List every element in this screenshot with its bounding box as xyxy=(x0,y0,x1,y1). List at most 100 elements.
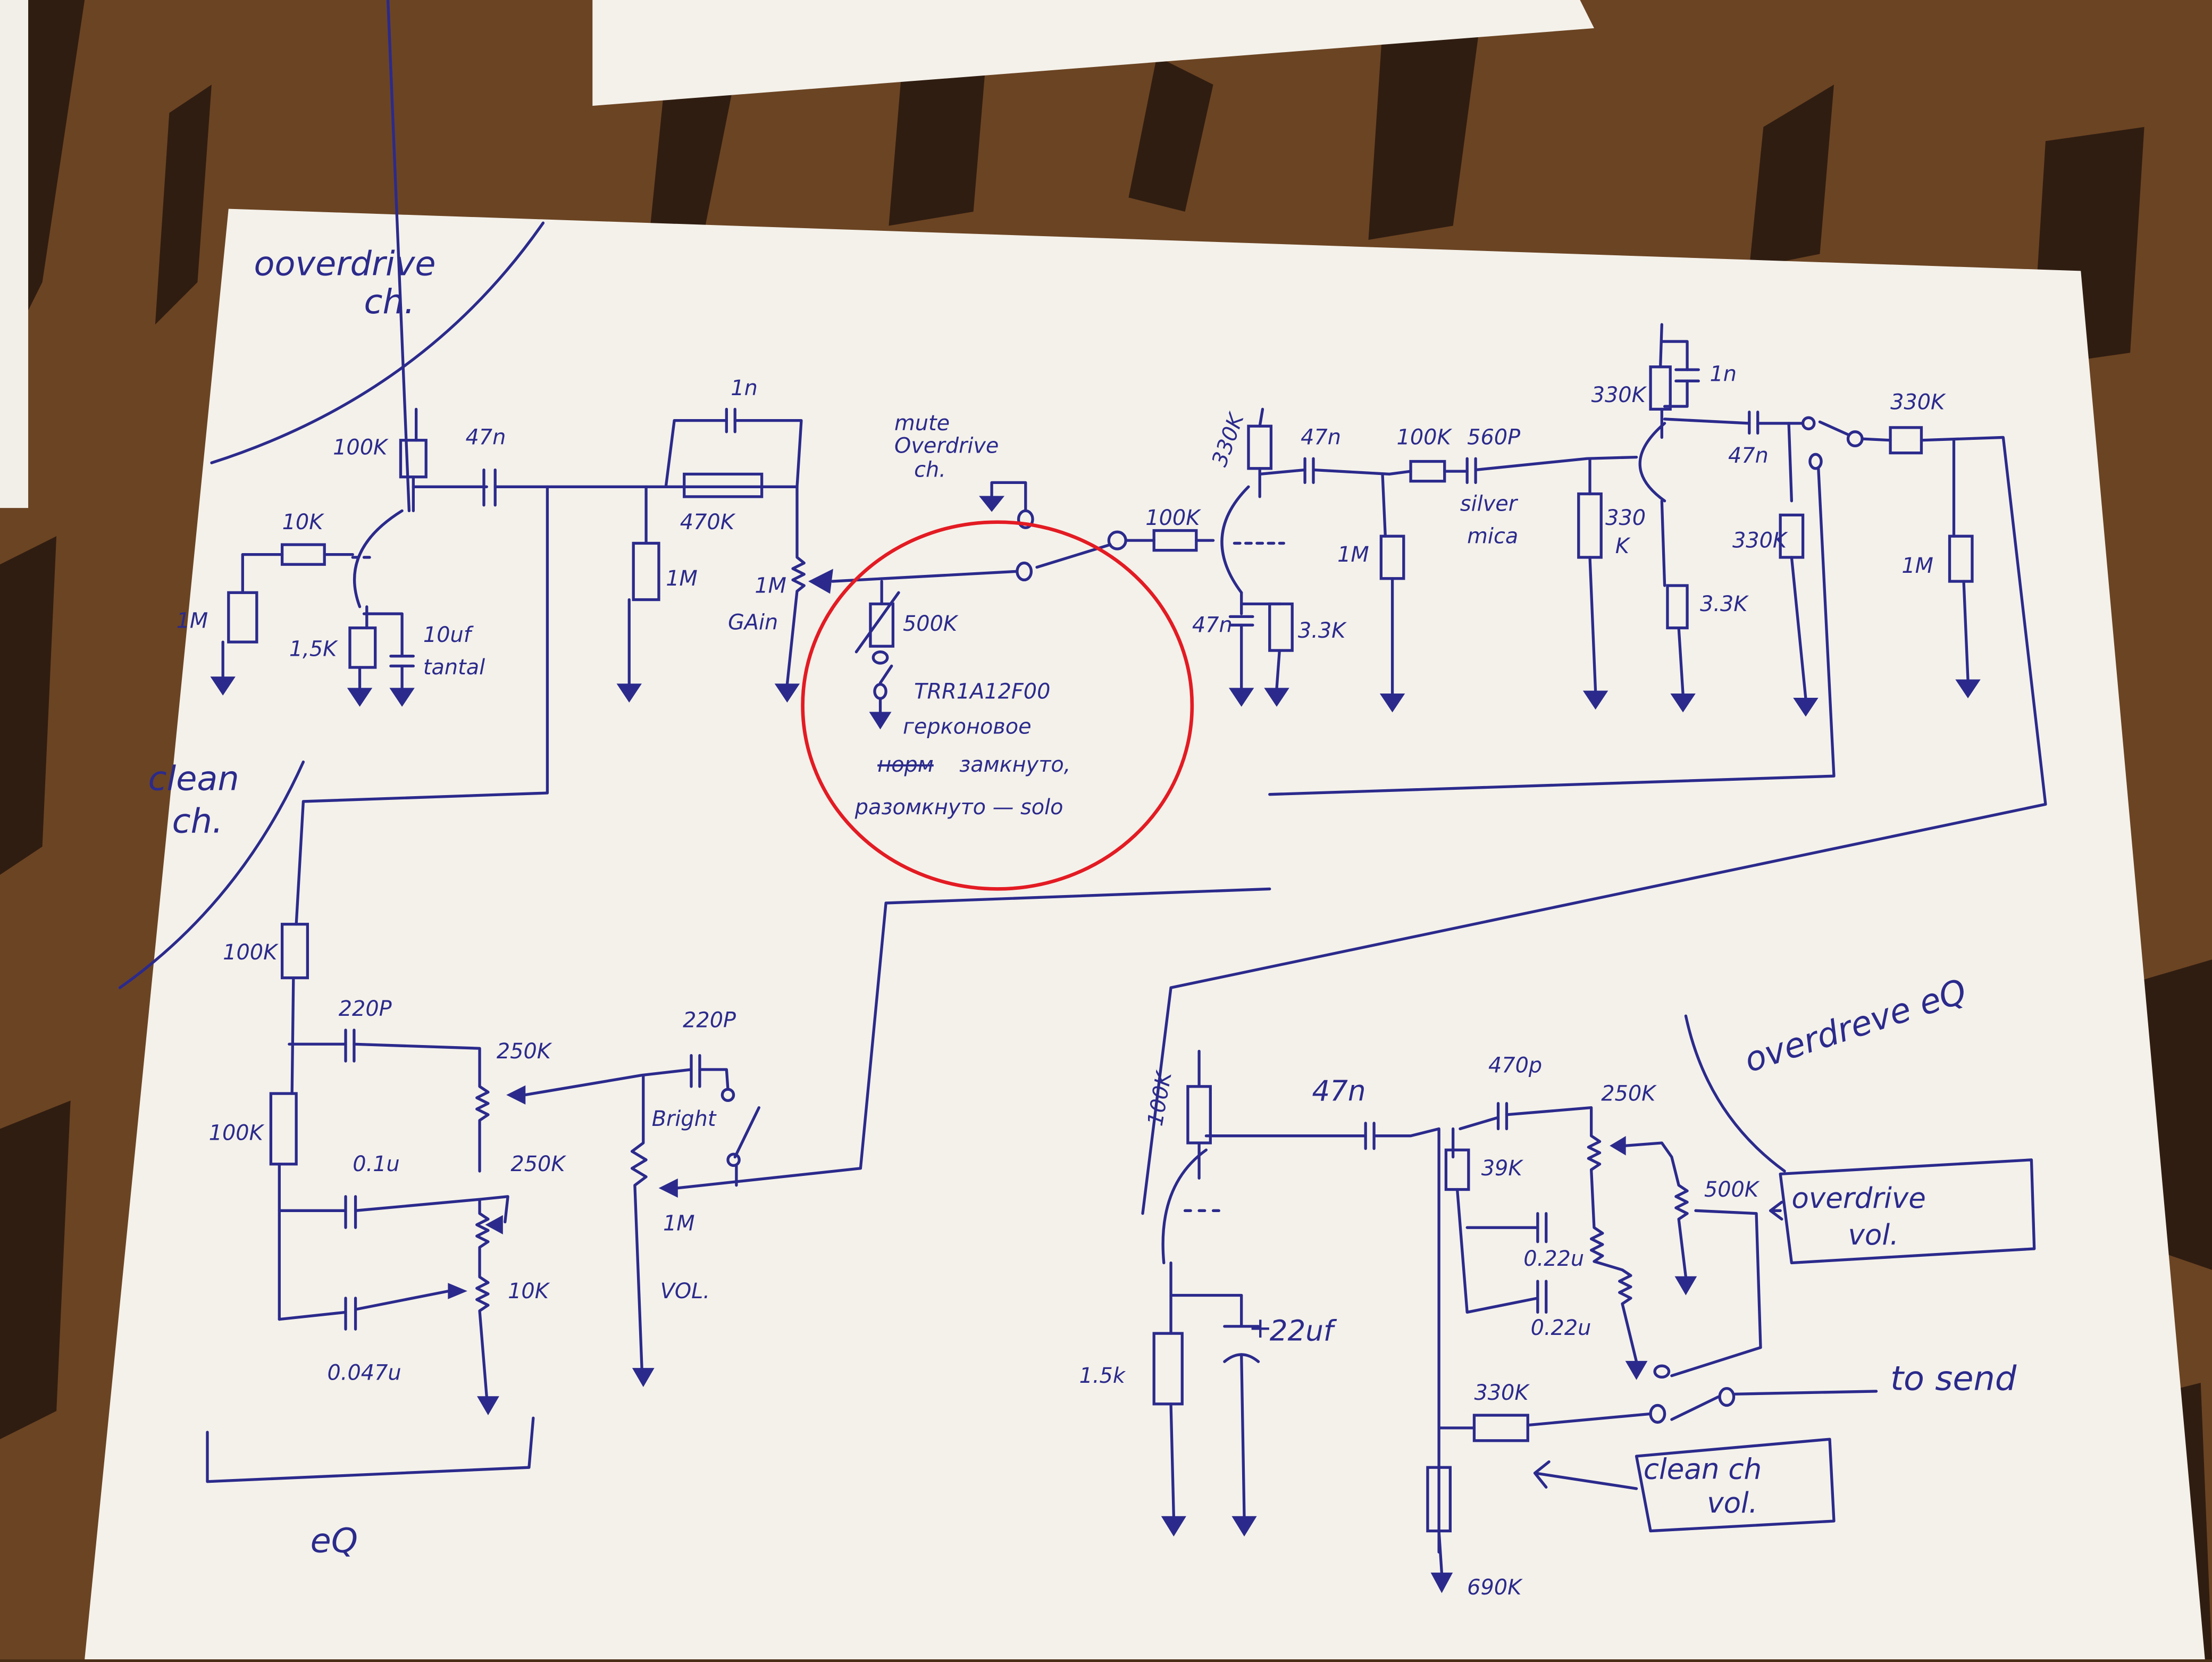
resistor-1m-mix xyxy=(1948,534,1974,583)
label-od-slope-r: 39K xyxy=(1481,1156,1524,1181)
label-od-bass-c: 0.22u xyxy=(1531,1316,1591,1340)
label-bright-c: 220P xyxy=(683,1008,736,1032)
clean-vol-box-line-2: vol. xyxy=(1707,1486,1757,1519)
pot-od-tone xyxy=(1505,1106,1638,1363)
label-trim-500k: 500K xyxy=(903,612,959,636)
label-vol-pot: 1M xyxy=(663,1211,695,1235)
resistor-470k xyxy=(683,472,764,498)
label-v1-grid-r: 10K xyxy=(282,510,325,534)
resistor-330k-send xyxy=(1472,1414,1529,1442)
label-1n: 1n xyxy=(731,376,758,400)
label-mute-2: Overdrive xyxy=(894,434,999,458)
label-relay-note-2: замкнуто, xyxy=(959,753,1070,777)
clean-vol-box-line-1: clean ch xyxy=(1644,1452,1762,1485)
red-highlight-circle xyxy=(801,520,1194,891)
label-v1-cathode-c-type: tantal xyxy=(423,655,485,680)
label-treble-c: 220P xyxy=(339,997,392,1021)
label-clean-r1: 100K xyxy=(223,940,279,965)
label-od-treble-pot: 250K xyxy=(1601,1081,1657,1106)
label-470k: 470K xyxy=(680,510,736,534)
od-vol-box-line-2: vol. xyxy=(1848,1218,1899,1251)
label-v1-cathode-r: 1,5K xyxy=(289,637,338,662)
label-v3-grid-leak-1: 330 xyxy=(1605,506,1646,530)
label-to-send: to send xyxy=(1890,1359,2017,1398)
label-v4-coupling-c: 47n xyxy=(1312,1074,1365,1107)
resistor-1m-grid xyxy=(227,591,258,644)
relay-circuit xyxy=(831,481,1127,730)
label-bass-c: 0.047u xyxy=(328,1361,401,1385)
od-vol-box-line-1: overdrive xyxy=(1791,1182,1926,1215)
label-mid-c: 0.1u xyxy=(353,1152,399,1176)
label-v2-grid-r: 100K xyxy=(1145,506,1201,530)
label-v2-out-shunt: 1M xyxy=(1337,542,1369,567)
label-v2-cathode-c: 47n xyxy=(1192,613,1233,638)
label-od-vol-pot: 500K xyxy=(1704,1177,1760,1202)
resistor-1-5k-v4 xyxy=(1152,1332,1184,1406)
overdrive-vol-box xyxy=(1779,1158,2036,1265)
label-vol: VOL. xyxy=(660,1279,710,1304)
label-v3-coupling-c: 47n xyxy=(1728,444,1769,468)
label-v1-coupling-c: 47n xyxy=(466,425,506,450)
label-v4-cathode-r: 1.5k xyxy=(1079,1364,1126,1388)
clean-channel-label-2: ch. xyxy=(172,801,223,841)
overdrive-eq-divider xyxy=(1684,1014,1786,1173)
label-relay-note-1: герконовое xyxy=(903,715,1032,739)
stage-v3 xyxy=(1141,323,2047,1215)
label-relay-note-struck: норм xyxy=(877,753,934,777)
label-send-shunt: 690K xyxy=(1467,1575,1523,1600)
paper-top xyxy=(592,0,1594,106)
overdrive-channel-label-2: ch. xyxy=(364,282,415,322)
eq-bracket xyxy=(206,1416,535,1483)
wire-to-clean xyxy=(295,485,549,926)
label-v3-out-shunt: 330K xyxy=(1732,528,1788,553)
label-v2-coupling-c: 47n xyxy=(1301,425,1341,450)
label-mix-r: 330K xyxy=(1890,390,1946,414)
label-v3-cathode-r: 3.3K xyxy=(1700,592,1749,616)
pot-treble xyxy=(353,1042,490,1173)
label-v1-plate-r: 100K xyxy=(333,435,389,460)
label-v1-grid-leak: 1M xyxy=(177,609,208,633)
label-clean-r2: 100K xyxy=(209,1121,265,1146)
label-mid-pot: 250K xyxy=(510,1152,566,1176)
clean-vol-box xyxy=(1635,1438,1836,1533)
label-mute-1: mute xyxy=(894,411,950,436)
label-cap-type-2: mica xyxy=(1467,524,1518,548)
eq-label: eQ xyxy=(311,1521,358,1560)
label-send-r: 330K xyxy=(1474,1381,1530,1405)
overdrive-region-divider xyxy=(210,221,545,464)
label-treble-pot: 250K xyxy=(497,1039,552,1064)
label-bright: Bright xyxy=(652,1107,717,1131)
label-series-100k: 100K xyxy=(1397,425,1453,450)
clean-region-divider xyxy=(118,760,305,989)
pot-gain xyxy=(785,485,806,686)
label-v3-plate-c: 1n xyxy=(1710,362,1737,386)
label-gain: GAin xyxy=(728,610,778,634)
label-od-treble-c: 470p xyxy=(1488,1053,1542,1078)
label-v4-cathode-c-plus: + xyxy=(1249,1312,1272,1344)
label-shunt-1m: 1M xyxy=(666,566,698,591)
label-v3-grid-leak-2: K xyxy=(1615,534,1631,558)
trim-pot-500k xyxy=(869,602,895,648)
label-cap-type-1: silver xyxy=(1460,491,1519,516)
pot-volume xyxy=(630,1073,648,1371)
pot-mid-bass xyxy=(354,1198,490,1399)
stage-v4-od-eq xyxy=(1152,1049,2036,1593)
label-gain-pot: 1M xyxy=(755,573,786,598)
resistor-100k-clean-2 xyxy=(269,1092,298,1166)
paper-edge-left xyxy=(0,0,29,508)
label-v1-cathode-c: 10uf xyxy=(423,623,474,647)
stage-v2 xyxy=(1124,407,1638,713)
label-bass-pot: 10K xyxy=(508,1279,550,1304)
schematic-sheet xyxy=(85,208,2205,1659)
clean-channel-label-1: clean xyxy=(148,759,239,799)
label-relay-part: TRR1A12F00 xyxy=(914,679,1050,704)
label-v3-plate-r: 330K xyxy=(1591,383,1647,407)
resistor-1-5k xyxy=(348,626,377,669)
label-relay-note-3: разомкнуто — solo xyxy=(854,795,1063,820)
label-series-560p: 560P xyxy=(1467,425,1520,450)
overdrive-channel-label-1: ooverdrive xyxy=(254,244,436,283)
label-mix-shunt: 1M xyxy=(1901,554,1933,578)
label-v4-cathode-c: 22uf xyxy=(1270,1314,1337,1347)
label-od-mid-c: 0.22u xyxy=(1523,1247,1584,1271)
